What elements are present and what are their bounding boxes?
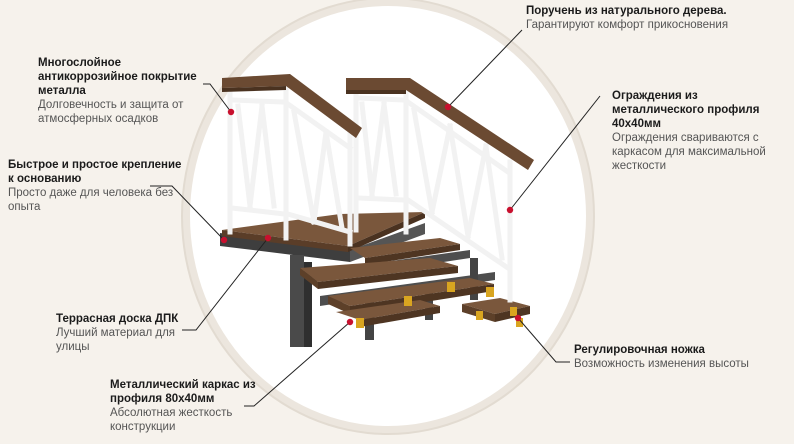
callout-mounting: Быстрое и простое крепление к основанию …: [8, 158, 184, 214]
callout-decking-title: Террасная доска ДПК: [56, 313, 179, 325]
marker-dots: [220, 103, 522, 326]
callout-fencing: Ограждения из металлического профиля 40x…: [612, 89, 788, 173]
callout-fencing-title: Ограждения из металлического профиля 40x…: [612, 90, 760, 130]
callout-mounting-title: Быстрое и простое крепление к основанию: [8, 159, 182, 185]
callout-foot: Регулировочная ножка Возможность изменен…: [574, 343, 788, 371]
leader-lines: [150, 29, 601, 407]
callout-handrail-desc: Гарантируют комфорт прикосновения: [526, 19, 729, 31]
callout-foot-title: Регулировочная ножка: [574, 344, 705, 356]
marker-mounting: [220, 236, 228, 244]
marker-foot: [514, 314, 522, 322]
callout-fencing-desc: Ограждения свариваются с каркасом для ма…: [612, 132, 766, 172]
leader-frame: [244, 321, 351, 407]
callout-decking: Террасная доска ДПК Лучший материал для …: [56, 312, 186, 354]
leader-foot: [517, 317, 570, 363]
white-railings: [227, 81, 513, 303]
leader-mounting: [150, 185, 225, 241]
callout-mounting-desc: Просто даже для человека без опыта: [8, 187, 174, 213]
callout-handrail-title: Поручень из натурального дерева.: [526, 5, 727, 17]
leader-decking: [182, 237, 269, 331]
marker-decking: [264, 234, 272, 242]
callout-coating-title: Многослойное антикоррозийное покрытие ме…: [38, 57, 197, 97]
callout-coating-desc: Долговечность и защита от атмосферных ос…: [38, 99, 184, 125]
callout-frame-desc: Абсолютная жесткость конструкции: [110, 407, 233, 433]
frame-leg: [290, 255, 304, 347]
callout-frame: Металлический каркас из профиля 80x40мм …: [110, 378, 260, 434]
marker-coating: [227, 108, 235, 116]
callout-decking-desc: Лучший материал для улицы: [56, 327, 176, 353]
leader-fencing: [509, 95, 601, 211]
callout-coating: Многослойное антикоррозийное покрытие ме…: [38, 56, 218, 126]
marker-frame: [346, 318, 354, 326]
callout-handrail: Поручень из натурального дерева. Гаранти…: [526, 4, 762, 32]
leader-coating: [203, 83, 232, 113]
callout-foot-desc: Возможность изменения высоты: [574, 358, 749, 370]
wooden-handrails: [222, 74, 534, 170]
adjustable-feet: [356, 282, 523, 328]
marker-fencing: [506, 206, 514, 214]
callout-frame-title: Металлический каркас из профиля 80x40мм: [110, 379, 256, 405]
marker-handrail: [444, 103, 452, 111]
leader-handrail: [447, 29, 523, 108]
